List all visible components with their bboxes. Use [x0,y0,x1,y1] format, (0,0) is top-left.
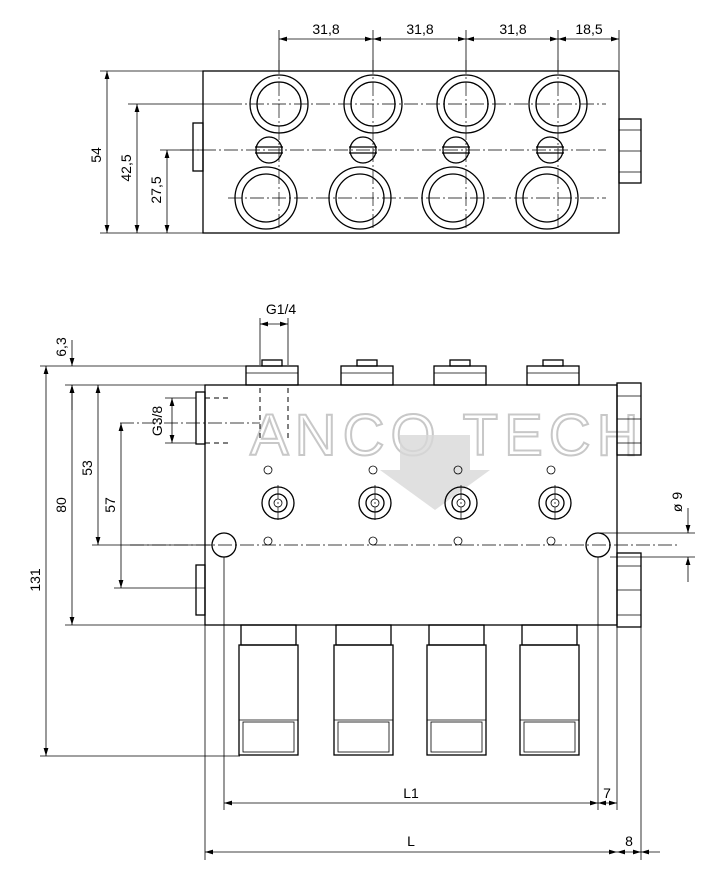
height-label-27-5: 27,5 [148,176,164,203]
top-view-ports [234,74,588,230]
front-view-body [204,384,618,626]
offset-8-label: 8 [625,833,633,849]
length-L-label: L [407,833,415,849]
dim-label-53: 53 [79,460,95,476]
dim-label-80: 80 [53,497,69,513]
thread-top-label: G1/4 [266,301,297,317]
length-L1-label: L1 [403,785,419,801]
dim-label-6-3: 6,3 [53,337,69,357]
offset-7-label: 7 [603,785,611,801]
dim-label-57: 57 [102,497,118,513]
watermark-arrow-icon [380,435,490,510]
height-label-54: 54 [88,147,104,163]
height-label-42-5: 42,5 [118,154,134,181]
top-view-body [202,70,620,234]
front-view-bottom-fittings [238,624,580,756]
pitch-label-2: 31,8 [406,21,433,37]
dim-label-131: 131 [27,568,43,592]
thread-side-label: G3/8 [149,406,165,437]
front-view-top-fittings [245,359,580,386]
top-view-side-plug [192,122,204,172]
front-view-right-nuts [616,382,642,628]
pitch-label-1: 31,8 [312,21,339,37]
pitch-label-3: 31,8 [499,21,526,37]
pitch-label-4: 18,5 [575,21,602,37]
front-view-side-plug-top [195,391,206,445]
front-view: G1/4 G3/8 6,3 131 80 53 57 ø 9 [27,301,695,860]
front-view-side-plug-bottom [195,564,206,616]
hole-diameter-label: ø 9 [669,492,685,512]
top-view: 31,8 31,8 31,8 18,5 54 42,5 27,5 [88,21,642,234]
watermark: ANCO TECH [249,402,640,510]
